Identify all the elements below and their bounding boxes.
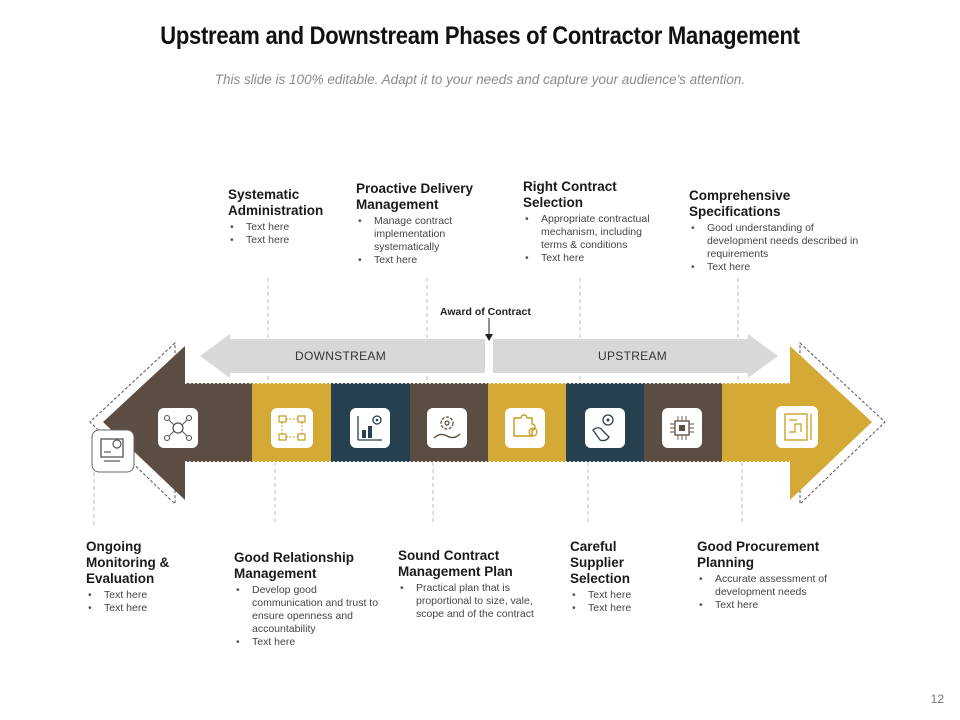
comprehensive-specifications-block: Comprehensive Specifications Good unders… [689, 188, 859, 274]
bullet: Accurate assessment of development needs [697, 573, 847, 599]
block-heading: Right Contract Selection [523, 179, 617, 210]
right-arrow-outline [799, 341, 886, 506]
block-heading: Careful Supplier Selection [570, 539, 631, 586]
bullet: Appropriate contractual mechanism, inclu… [523, 213, 663, 252]
good-procurement-block: Good Procurement Planning Accurate asses… [697, 539, 847, 612]
right-contract-selection-block: Right Contract Selection Appropriate con… [523, 179, 663, 265]
bullet: Good understanding of development needs … [689, 222, 859, 261]
block-heading: Sound Contract Management Plan [398, 548, 513, 579]
bullet: Text here [523, 252, 663, 265]
block-heading: Comprehensive Specifications [689, 188, 791, 219]
bullet: Text here [356, 254, 491, 267]
gear-hand-icon [427, 408, 467, 448]
block-heading: Systematic Administration [228, 187, 324, 218]
bullet: Text here [86, 589, 196, 602]
page-number: 12 [930, 692, 944, 706]
bullet: Manage contract implementation systemati… [356, 215, 491, 254]
upstream-arrow [493, 334, 778, 378]
award-of-contract-label: Award of Contract [440, 306, 531, 318]
blueprint-icon [776, 406, 818, 448]
ongoing-monitoring-block: Ongoing Monitoring & Evaluation Text her… [86, 539, 196, 615]
bullet: Text here [86, 602, 196, 615]
downstream-arrow [200, 334, 485, 378]
upstream-label: UPSTREAM [598, 349, 668, 363]
block-heading: Good Relationship Management [234, 550, 354, 581]
proactive-delivery-block: Proactive Delivery Management Manage con… [356, 181, 491, 267]
chart-gear-icon [350, 408, 390, 448]
bullet: Text here [689, 261, 859, 274]
bullet: Practical plan that is proportional to s… [398, 582, 548, 621]
block-heading: Ongoing Monitoring & Evaluation [86, 539, 170, 586]
bullet: Text here [234, 636, 379, 649]
network-icon [158, 408, 198, 448]
hand-gear-icon [585, 408, 625, 448]
good-relationship-block: Good Relationship Management Develop goo… [234, 550, 379, 649]
systematic-administration-block: Systematic Administration Text here Text… [228, 187, 348, 247]
block-heading: Proactive Delivery Management [356, 181, 474, 212]
careful-supplier-block: Careful Supplier Selection Text here Tex… [570, 539, 670, 615]
monitoring-icon [91, 429, 135, 473]
bullet: Text here [570, 602, 670, 615]
sound-contract-plan-block: Sound Contract Management Plan Practical… [398, 548, 548, 621]
block-heading: Good Procurement Planning [697, 539, 820, 570]
bullet: Text here [228, 234, 348, 247]
bullet: Text here [697, 599, 847, 612]
puzzle-icon [505, 408, 545, 448]
bullet: Text here [228, 221, 348, 234]
chip-icon [662, 408, 702, 448]
page-subtitle: This slide is 100% editable. Adapt it to… [214, 72, 746, 87]
flowchart-icon [271, 408, 313, 448]
bullet: Text here [570, 589, 670, 602]
page-title: Upstream and Downstream Phases of Contra… [160, 22, 800, 50]
connector-lines [93, 278, 743, 525]
bullet: Develop good communication and trust to … [234, 584, 379, 636]
icon-tiles [91, 406, 818, 473]
downstream-label: DOWNSTREAM [295, 349, 386, 363]
